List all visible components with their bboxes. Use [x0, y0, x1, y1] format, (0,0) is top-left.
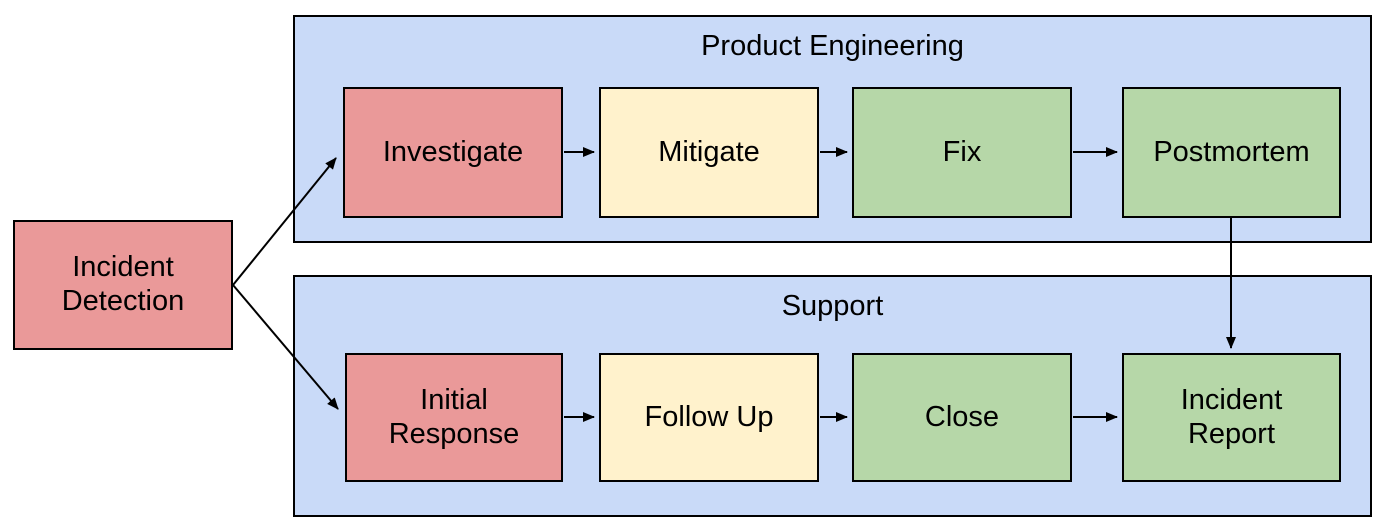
- lane-title-support: Support: [781, 290, 884, 322]
- node-mitigate: Mitigate: [599, 87, 819, 218]
- node-incident-detection: Incident Detection: [13, 220, 233, 350]
- node-close: Close: [852, 353, 1072, 482]
- node-investigate: Investigate: [343, 87, 563, 218]
- node-incident-report: Incident Report: [1122, 353, 1341, 482]
- node-fix: Fix: [852, 87, 1072, 218]
- node-postmortem: Postmortem: [1122, 87, 1341, 218]
- lane-title-product-engineering: Product Engineering: [701, 30, 964, 62]
- node-follow-up: Follow Up: [599, 353, 819, 482]
- node-initial-response: Initial Response: [345, 353, 563, 482]
